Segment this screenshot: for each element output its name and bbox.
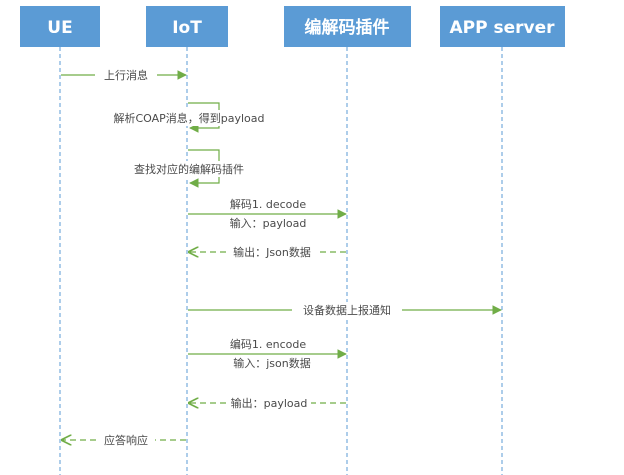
- participant-ue-label: UE: [47, 18, 72, 38]
- participant-codec-label: 编解码插件: [305, 17, 390, 38]
- message-uplink-label: 上行消息: [104, 68, 148, 82]
- message-output-payload: 输出：payload: [189, 396, 346, 411]
- participant-iot-label: IoT: [172, 18, 202, 38]
- participant-codec: 编解码插件: [284, 6, 411, 47]
- message-response-label: 应答响应: [104, 433, 148, 447]
- participant-app: APP server: [440, 6, 565, 47]
- participant-ue: UE: [20, 6, 100, 47]
- message-encode-label-1: 编码1. encode: [230, 337, 306, 351]
- message-decode-label-2: 输入：payload: [230, 216, 307, 230]
- message-uplink: 上行消息: [61, 67, 187, 83]
- message-encode-label-2: 输入：json数据: [233, 356, 311, 370]
- message-response: 应答响应: [62, 432, 186, 448]
- participant-app-label: APP server: [449, 18, 555, 38]
- message-decode: 解码1. decode 输入：payload: [188, 197, 347, 231]
- message-report-notify: 设备数据上报通知: [188, 302, 502, 318]
- participant-iot: IoT: [146, 6, 228, 47]
- message-find-codec-label: 查找对应的编解码插件: [134, 162, 244, 176]
- message-find-codec: 查找对应的编解码插件: [122, 149, 256, 188]
- message-decode-label-1: 解码1. decode: [230, 197, 307, 211]
- message-output-json-label: 输出：Json数据: [233, 245, 311, 259]
- message-output-json: 输出：Json数据: [189, 245, 346, 260]
- message-report-notify-label: 设备数据上报通知: [303, 303, 391, 317]
- message-encode: 编码1. encode 输入：json数据: [188, 337, 347, 371]
- message-parse-coap-label: 解析COAP消息，得到payload: [113, 111, 264, 125]
- message-output-payload-label: 输出：payload: [231, 396, 308, 410]
- message-parse-coap: 解析COAP消息，得到payload: [103, 102, 275, 133]
